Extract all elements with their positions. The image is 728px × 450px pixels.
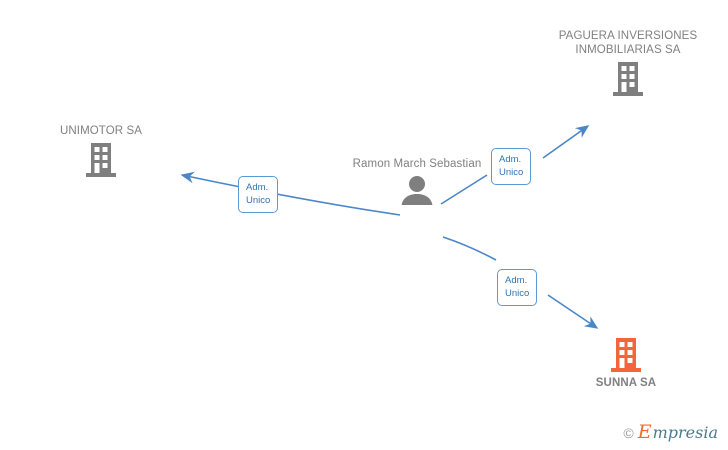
node-company-sunna[interactable]: SUNNA SA: [551, 333, 701, 390]
building-icon: [612, 61, 644, 97]
node-company-paguera[interactable]: PAGUERA INVERSIONES INMOBILIARIAS SA: [553, 29, 703, 97]
company-name-label-paguera: PAGUERA INVERSIONES INMOBILIARIAS SA: [558, 30, 698, 56]
person-name-label: Ramon March Sebastian: [352, 158, 482, 170]
edge-label-sunna[interactable]: Adm. Unico: [497, 269, 538, 306]
building-icon: [85, 142, 117, 178]
brand-initial: E: [637, 421, 652, 443]
edge-label-paguera[interactable]: Adm. Unico: [491, 148, 532, 185]
node-company-unimotor[interactable]: UNIMOTOR SA: [26, 124, 176, 178]
edge-line-unimotor: [180, 171, 401, 216]
company-name-label-sunna: SUNNA SA: [595, 377, 657, 389]
person-icon: [399, 175, 435, 205]
edge-label-unimotor[interactable]: Adm. Unico: [238, 176, 279, 213]
brand-name: mpresia: [652, 422, 718, 442]
edge-line-sunna: [442, 236, 497, 261]
watermark: © E mpresia: [623, 423, 718, 442]
edge-line-sunna-2: [547, 294, 599, 329]
copyright-symbol: ©: [623, 424, 634, 441]
edge-line-paguera-2: [542, 125, 590, 159]
building-icon: [610, 337, 642, 373]
edge-line-paguera: [440, 174, 488, 205]
node-person[interactable]: Ramon March Sebastian: [342, 157, 492, 205]
company-name-label-unimotor: UNIMOTOR SA: [59, 125, 143, 137]
